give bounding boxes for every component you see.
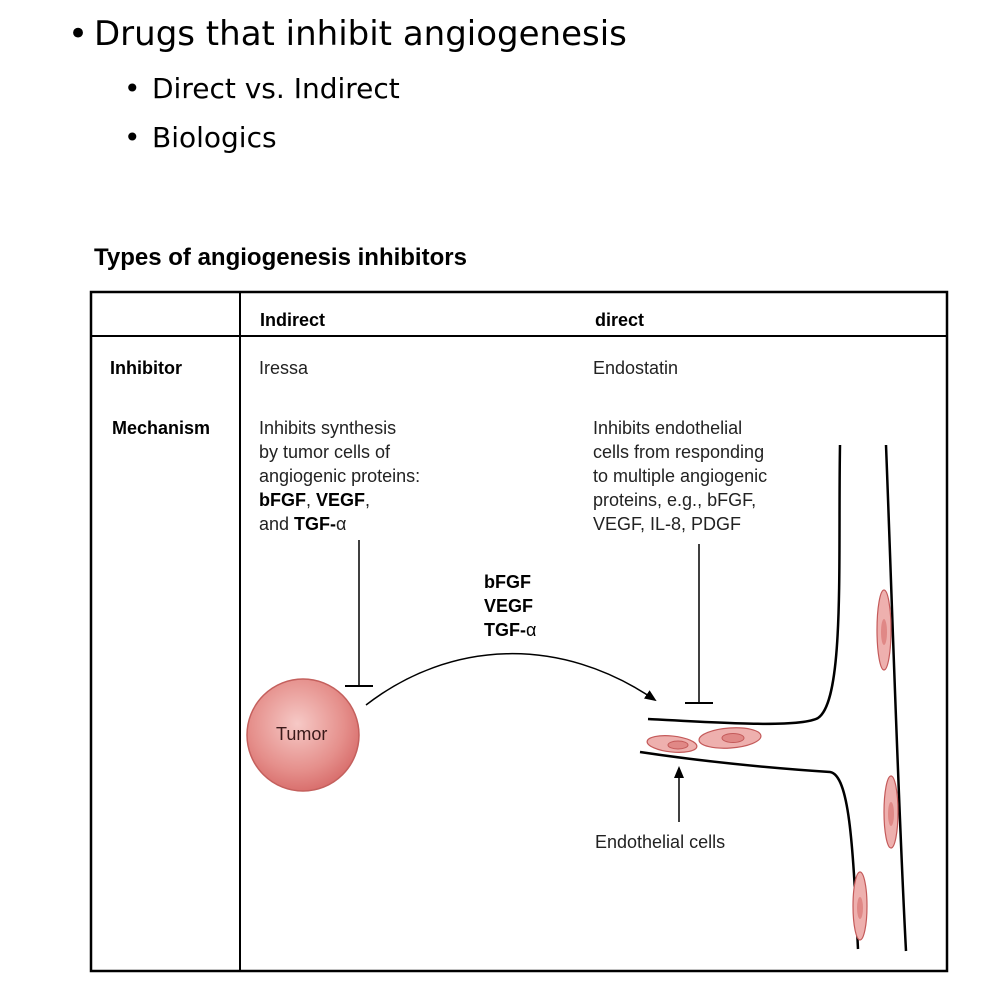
endothelial-cell-nucleus — [667, 740, 689, 750]
growth-factor-arrow — [365, 652, 657, 706]
vessel-cell-nucleus — [888, 802, 894, 826]
bullet-dot: • — [68, 14, 89, 54]
tumor-cell — [246, 678, 360, 792]
vessel-wall-upper — [647, 444, 842, 726]
direct-mechanism-text: Inhibits endothelial cells from respondi… — [593, 418, 768, 534]
bullet-main: •Drugs that inhibit angiogenesis — [68, 14, 627, 54]
vessel-cell-nucleus — [857, 897, 863, 919]
column-header-direct: direct — [595, 310, 645, 330]
endothelial-cells-label: Endothelial cells — [595, 832, 726, 852]
column-header-indirect: Indirect — [260, 310, 326, 330]
row-label-mechanism: Mechanism — [112, 418, 211, 438]
growth-factors-list: bFGF VEGF TGF-α — [484, 572, 537, 640]
figure-title: Types of angiogenesis inhibitors — [94, 244, 467, 271]
vessel-wall-lower — [639, 750, 860, 950]
direct-inhibitor-name: Endostatin — [593, 358, 679, 378]
bullet-dot: • — [124, 72, 141, 105]
vessel-wall-right — [884, 444, 908, 952]
tumor-label: Tumor — [276, 724, 328, 744]
row-label-inhibitor: Inhibitor — [110, 358, 182, 378]
bullet-dot: • — [124, 121, 141, 154]
indirect-inhibitor-name: Iressa — [259, 358, 309, 378]
vessel-cell-nucleus — [881, 619, 887, 645]
bullet-sub-2: •Biologics — [124, 121, 277, 154]
bullet-sub-1: •Direct vs. Indirect — [124, 72, 400, 105]
endothelial-cell-nucleus — [721, 733, 745, 743]
table-frame — [89, 290, 949, 973]
indirect-mechanism-text: Inhibits synthesis by tumor cells of ang… — [259, 418, 421, 534]
